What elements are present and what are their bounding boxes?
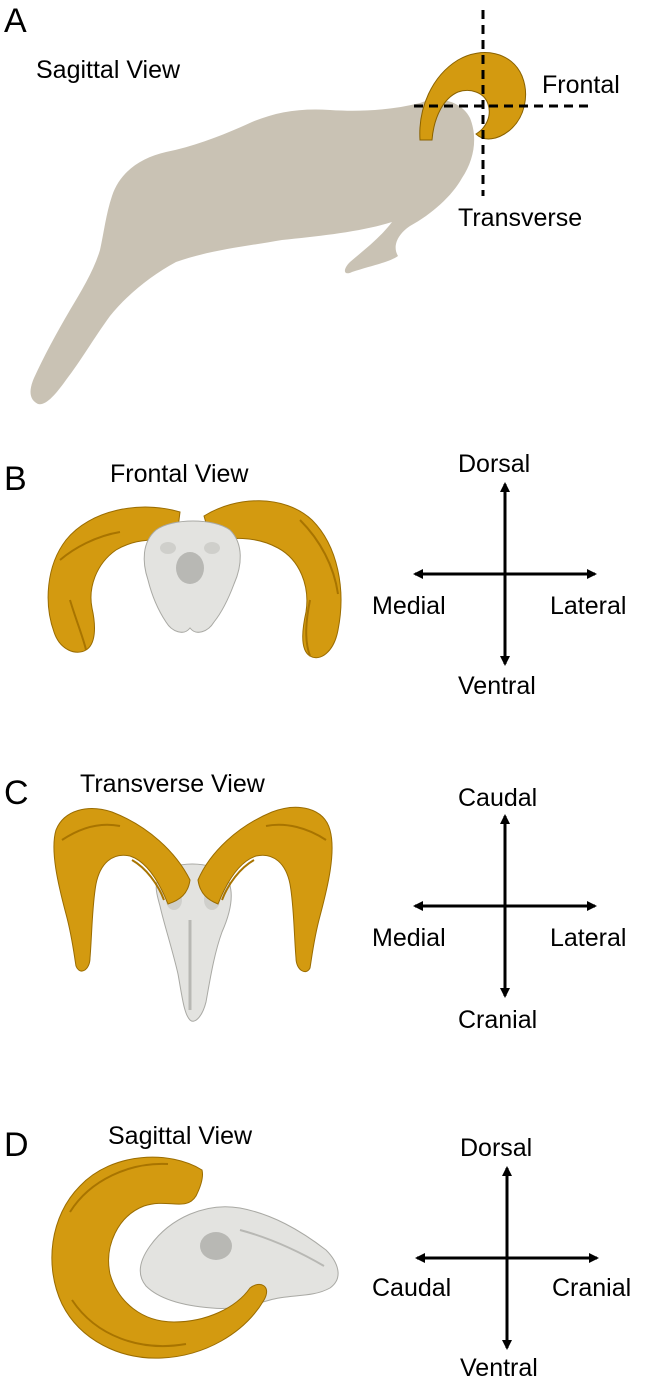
right-horn (197, 806, 333, 973)
axis-d-down-label: Ventral (460, 1354, 538, 1382)
transverse-plane-label: Transverse (458, 204, 583, 232)
frontal-plane-label: Frontal (542, 71, 620, 99)
axis-c-left-label: Medial (372, 924, 446, 952)
axis-d-right-label: Cranial (552, 1274, 632, 1302)
axis-b-left-label: Medial (372, 592, 446, 620)
panel-letter-c: C (4, 774, 29, 812)
panel-letter-d: D (4, 1126, 29, 1164)
axis-c-right-label: Lateral (550, 924, 627, 952)
ram-body-silhouette (30, 99, 475, 405)
axis-b-up-label: Dorsal (458, 450, 531, 478)
axis-d-left-label: Caudal (372, 1274, 452, 1302)
ram-horn (419, 52, 526, 141)
left-horn (47, 506, 181, 653)
axis-b-down-label: Ventral (458, 672, 536, 700)
left-horn (53, 808, 191, 972)
axis-b-right-label: Lateral (550, 592, 627, 620)
panel-d-title: Sagittal View (108, 1122, 253, 1150)
panel-letter-a: A (4, 2, 27, 40)
panel-b-title: Frontal View (110, 460, 249, 488)
horn-spiral (51, 1156, 268, 1359)
panel-a-title: Sagittal View (36, 56, 181, 84)
axis-d-up-label: Dorsal (460, 1134, 533, 1162)
panel-letter-b: B (4, 460, 27, 498)
skull (139, 1206, 339, 1309)
axis-c-up-label: Caudal (458, 784, 538, 812)
axis-c-down-label: Cranial (458, 1006, 538, 1034)
ram-silhouette-diagram (30, 10, 588, 405)
panel-c-title: Transverse View (80, 770, 265, 798)
